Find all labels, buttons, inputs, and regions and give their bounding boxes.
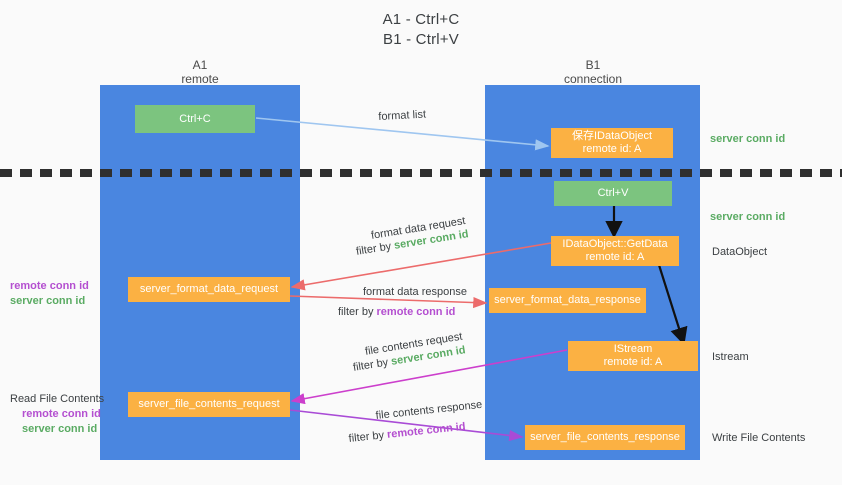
note-server-conn-id-mid-text: server conn id — [710, 211, 786, 223]
edge-filter-format-data-response: filter by remote conn id — [338, 305, 455, 319]
node-ctrl-v[interactable]: Ctrl+V — [554, 181, 672, 206]
node-idataobject-sub: remote id: A — [582, 143, 642, 155]
node-getdata-title: IDataObject::GetData — [562, 238, 668, 250]
note-read-file-contents: Read File Contents — [10, 393, 105, 405]
node-getdata-sub: remote id: A — [585, 251, 645, 263]
note-write-file-contents: Write File Contents — [712, 431, 805, 446]
column-a1-name: A1 — [192, 58, 208, 72]
note-remote-conn-id-1: remote conn id — [10, 280, 89, 292]
divider-dashed-line — [0, 169, 842, 177]
column-b1-sub: connection — [563, 72, 623, 86]
filter-by-text-1: filter by — [355, 239, 396, 258]
node-server-file-contents-response[interactable]: server_file_contents_response — [525, 425, 685, 450]
edge-label-file-contents-response-text: file contents response — [375, 398, 483, 422]
column-header-a1: A1 remote — [130, 58, 270, 86]
node-server-file-contents-response-label: server_file_contents_response — [530, 431, 680, 443]
node-server-format-data-request[interactable]: server_format_data_request — [128, 277, 290, 302]
node-ctrl-v-label: Ctrl+V — [597, 187, 629, 199]
remote-conn-id-text-2: remote conn id — [386, 420, 467, 441]
node-idataobject[interactable]: 保存IDataObject remote id: A — [551, 128, 673, 158]
note-server-conn-id-top-text: server conn id — [710, 133, 786, 145]
node-ctrl-c[interactable]: Ctrl+C — [135, 105, 255, 133]
node-server-format-data-response[interactable]: server_format_data_response — [489, 288, 646, 313]
edge-filter-file-contents-response: filter by remote conn id — [348, 420, 466, 446]
note-server-conn-id-1: server conn id — [10, 295, 86, 307]
note-remote-conn-id-2: remote conn id — [22, 408, 101, 420]
edge-label-format-data-response-text: format data response — [363, 286, 467, 298]
node-server-format-data-response-label: server_format_data_response — [494, 294, 641, 306]
column-header-b1: B1 connection — [523, 58, 663, 86]
filter-by-text-2: filter by — [338, 306, 377, 318]
note-dataobject-text: DataObject — [712, 246, 768, 258]
edge-label-format-list: format list — [378, 108, 426, 124]
diagram-title: A1 - Ctrl+C B1 - Ctrl+V — [0, 10, 842, 50]
filter-by-text-4: filter by — [348, 428, 388, 445]
title-line-1: A1 - Ctrl+C — [382, 11, 460, 28]
note-dataobject: DataObject — [712, 245, 767, 260]
filter-by-text-3: filter by — [352, 355, 393, 374]
note-read-file-contents-group: Read File Contents remote conn id server… — [10, 392, 104, 437]
node-istream-sub: remote id: A — [603, 356, 663, 368]
node-istream-title: IStream — [613, 343, 653, 355]
remote-conn-id-text-1: remote conn id — [376, 306, 456, 318]
edge-label-format-list-text: format list — [378, 108, 427, 123]
edge-label-format-data-response: format data response — [363, 285, 467, 299]
node-ctrl-c-label: Ctrl+C — [179, 112, 211, 125]
edge-label-file-contents-response: file contents response — [375, 398, 483, 423]
note-istream-text: Istream — [712, 351, 749, 363]
note-write-file-contents-text: Write File Contents — [712, 432, 806, 444]
note-server-conn-id-mid: server conn id — [710, 210, 785, 225]
column-b1-name: B1 — [585, 58, 601, 72]
title-line-2: B1 - Ctrl+V — [383, 31, 459, 48]
node-server-file-contents-request[interactable]: server_file_contents_request — [128, 392, 290, 417]
node-idataobject-getdata[interactable]: IDataObject::GetData remote id: A — [551, 236, 679, 266]
note-conn-ids-format: remote conn id server conn id — [10, 279, 89, 309]
node-idataobject-title: 保存IDataObject — [571, 130, 653, 142]
note-server-conn-id-top: server conn id — [710, 132, 785, 147]
node-istream[interactable]: IStream remote id: A — [568, 341, 698, 371]
note-istream: Istream — [712, 350, 749, 365]
column-a1-sub: remote — [181, 72, 219, 86]
note-server-conn-id-2: server conn id — [22, 423, 98, 435]
node-server-format-data-request-label: server_format_data_request — [139, 283, 279, 295]
node-server-file-contents-request-label: server_file_contents_request — [138, 398, 280, 410]
